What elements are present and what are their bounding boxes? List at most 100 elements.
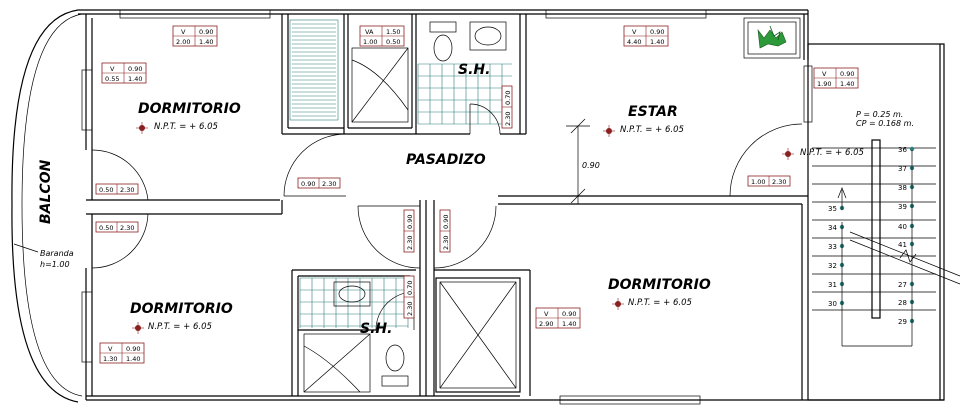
- stair-step-label: 41: [898, 241, 907, 249]
- window-tag-left-bedroom: V 0.90 0.55 1.40: [101, 62, 147, 84]
- svg-text:0.50: 0.50: [386, 38, 400, 46]
- svg-text:1.40: 1.40: [128, 75, 142, 83]
- stair-step-label: 35: [828, 205, 837, 213]
- svg-text:0.50: 0.50: [99, 186, 113, 194]
- stair-step-label: 33: [828, 243, 837, 251]
- stair-step-label: 40: [898, 223, 907, 231]
- svg-text:Baranda: Baranda: [40, 249, 74, 258]
- svg-text:1.40: 1.40: [199, 38, 213, 46]
- room-label-pasadizo: PASADIZO: [406, 152, 486, 168]
- door-tag-balcony-top: 0.50 2.30: [95, 183, 139, 195]
- svg-text:V: V: [108, 345, 113, 353]
- level-marker-bottom-right: N.P.T. = + 6.05: [612, 298, 692, 310]
- npt-label: N.P.T. = + 6.05: [620, 125, 684, 135]
- svg-text:1.40: 1.40: [650, 38, 664, 46]
- stair-step-label: 28: [898, 299, 907, 307]
- door-tag-v1: 0.902.30: [403, 209, 415, 253]
- svg-text:P = 0.25 m.: P = 0.25 m.: [856, 110, 903, 119]
- svg-text:2.30: 2.30: [504, 112, 512, 126]
- npt-label: N.P.T. = + 6.05: [800, 148, 864, 158]
- room-label-balcon: BALCON: [38, 159, 54, 224]
- closet-top: [289, 19, 339, 121]
- stair-step-label: 37: [898, 165, 907, 173]
- stair-step-label: 36: [898, 146, 907, 154]
- svg-text:CP = 0.168 m.: CP = 0.168 m.: [856, 119, 914, 128]
- stair-step-label: 29: [898, 318, 907, 326]
- stair-handrail: [837, 139, 961, 347]
- level-marker-top-left: N.P.T. = + 6.05: [136, 122, 218, 134]
- window-tag-bottom-left: V 0.90 1.30 1.40: [99, 342, 145, 364]
- dimension-line: 0.90: [566, 118, 600, 204]
- svg-text:0.50: 0.50: [99, 224, 113, 232]
- svg-text:1.40: 1.40: [562, 320, 576, 328]
- svg-text:2.30: 2.30: [406, 302, 414, 316]
- door-tag-estar: 1.00 2.30: [747, 175, 791, 187]
- room-label-sh-top: S.H.: [458, 62, 490, 78]
- room-label-sh-bottom: S.H.: [360, 321, 392, 337]
- stair-step-label: 27: [898, 281, 907, 289]
- room-label-estar: ESTAR: [628, 104, 678, 120]
- sink-top: [469, 21, 507, 51]
- svg-text:1.30: 1.30: [103, 355, 117, 363]
- svg-text:0.55: 0.55: [105, 75, 119, 83]
- svg-text:1.00: 1.00: [751, 178, 765, 186]
- window-tag-stair: V 0.90 1.90 1.40: [813, 67, 859, 89]
- svg-text:1.90: 1.90: [817, 80, 831, 88]
- svg-text:0.90: 0.90: [301, 180, 315, 188]
- room-label-dorm-top-left: DORMITORIO: [138, 101, 241, 117]
- svg-text:V: V: [632, 28, 637, 36]
- npt-label: N.P.T. = + 6.05: [628, 298, 692, 308]
- svg-text:0.70: 0.70: [406, 281, 414, 295]
- svg-text:0.90: 0.90: [442, 215, 450, 229]
- room-label-dorm-bottom-right: DORMITORIO: [608, 277, 711, 293]
- svg-text:1.40: 1.40: [840, 80, 854, 88]
- svg-text:V: V: [822, 70, 827, 78]
- stair-step-label: 31: [828, 281, 837, 289]
- dimension-label: 0.90: [582, 161, 600, 170]
- stair-step-label: 39: [898, 203, 907, 211]
- planter: [743, 17, 801, 59]
- door-swings: [91, 103, 803, 331]
- svg-text:2.30: 2.30: [772, 178, 786, 186]
- svg-text:1.40: 1.40: [126, 355, 140, 363]
- window-tag-bottom-right: V 0.90 2.90 1.40: [535, 307, 581, 329]
- svg-text:0.70: 0.70: [504, 91, 512, 105]
- svg-text:2.90: 2.90: [539, 320, 553, 328]
- baranda-note: Baranda h=1.00: [13, 243, 74, 269]
- svg-text:0.90: 0.90: [199, 28, 213, 36]
- level-marker-bottom-left: N.P.T. = + 6.05: [132, 322, 212, 334]
- sink-bottom: [333, 281, 371, 307]
- svg-text:2.30: 2.30: [442, 236, 450, 250]
- stair-node: [909, 146, 915, 152]
- svg-text:V: V: [181, 28, 186, 36]
- svg-text:2.00: 2.00: [176, 38, 190, 46]
- svg-text:4.40: 4.40: [627, 38, 641, 46]
- svg-text:V: V: [110, 65, 115, 73]
- door-tag-v2: 0.90 2.30: [439, 209, 451, 253]
- svg-text:1.00: 1.00: [363, 38, 377, 46]
- svg-text:h=1.00: h=1.00: [40, 260, 70, 269]
- svg-text:0.90: 0.90: [128, 65, 142, 73]
- svg-text:0.90: 0.90: [406, 215, 414, 229]
- stair-step-label: 32: [828, 262, 837, 270]
- level-marker-stair: N.P.T. = + 6.05: [782, 148, 864, 160]
- wall-window-marks: [81, 9, 813, 405]
- room-label-dorm-bottom-left: DORMITORIO: [130, 301, 233, 317]
- svg-text:2.30: 2.30: [120, 186, 134, 194]
- svg-text:1.50: 1.50: [386, 28, 400, 36]
- svg-text:0.90: 0.90: [650, 28, 664, 36]
- svg-text:V: V: [544, 310, 549, 318]
- stair-step-label: 38: [898, 184, 907, 192]
- svg-text:0.90: 0.90: [126, 345, 140, 353]
- door-tag-sh-top: 0.70 2.30: [501, 85, 513, 129]
- window-tag-estar: V 0.90 4.40 1.40: [623, 25, 669, 47]
- toilet-top: [429, 21, 457, 62]
- level-marker-estar: N.P.T. = + 6.05: [603, 125, 684, 137]
- svg-text:0.90: 0.90: [562, 310, 576, 318]
- svg-text:0.90: 0.90: [840, 70, 854, 78]
- stair-notes: P = 0.25 m. CP = 0.168 m.: [856, 110, 914, 128]
